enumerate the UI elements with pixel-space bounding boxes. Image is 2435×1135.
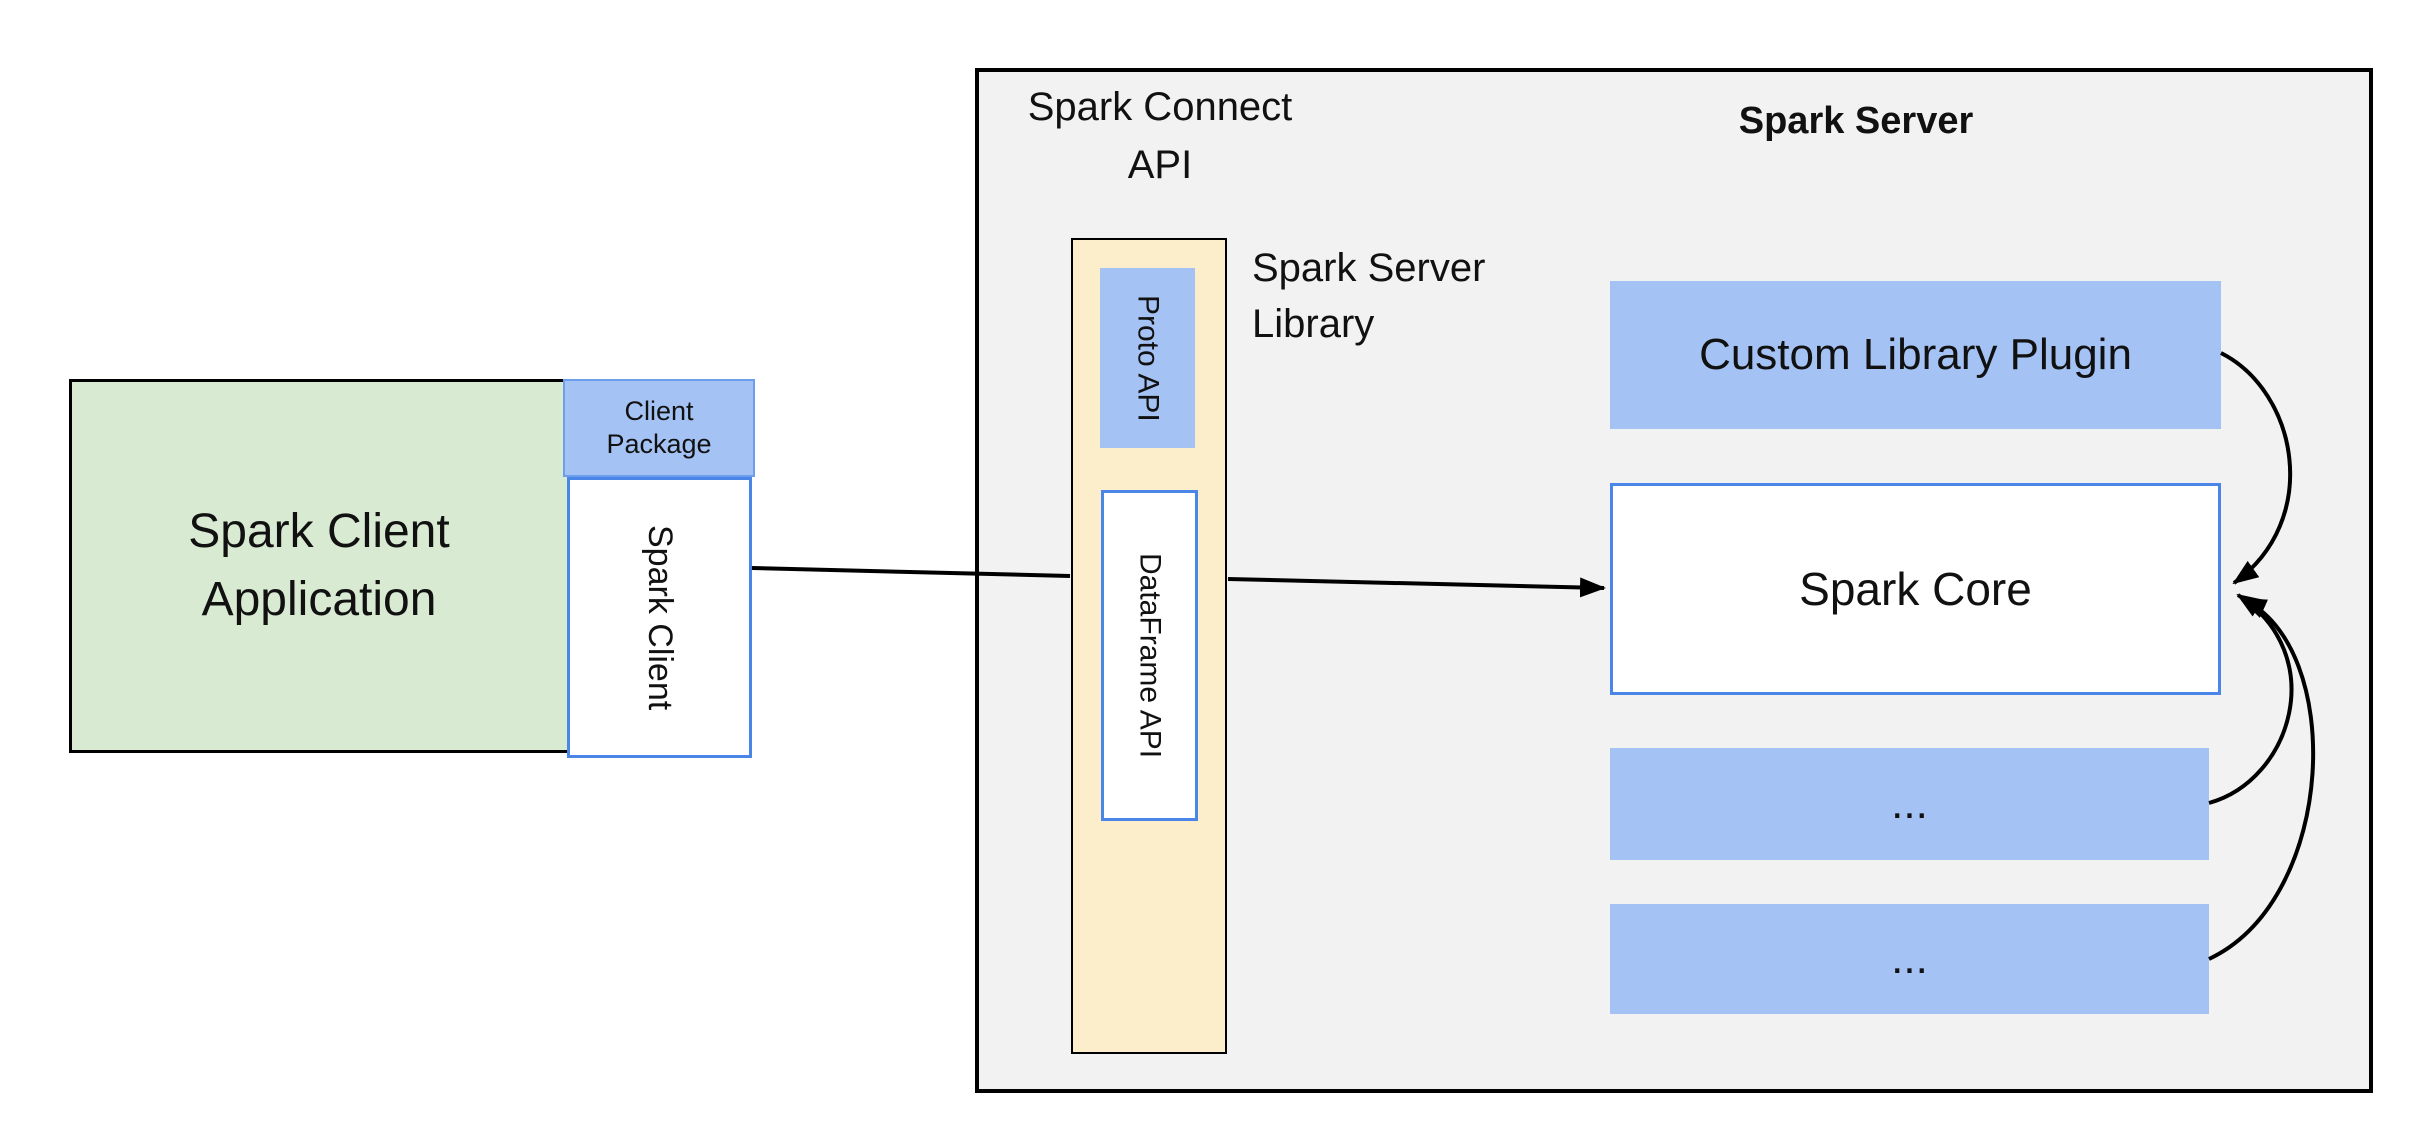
spark-connect-api-title: Spark Connect API: [1027, 85, 1293, 187]
spark-client-application-label: Spark Client Application: [188, 505, 450, 626]
custom-library-plugin-box: Custom Library Plugin: [1610, 281, 2221, 429]
plugin-placeholder-box-1: ...: [1610, 748, 2209, 860]
spark-server-title: Spark Server: [1738, 99, 1974, 142]
spark-client-application-box: Spark Client Application: [69, 379, 598, 753]
plugin-placeholder-box-2: ...: [1610, 904, 2209, 1014]
dataframe-api-box: DataFrame API: [1101, 490, 1198, 821]
proto-api-label: Proto API: [1131, 294, 1165, 422]
spark-client-label: Spark Client: [641, 524, 679, 711]
proto-api-box: Proto API: [1100, 268, 1195, 448]
client-package-box: Client Package: [563, 379, 755, 477]
spark-core-box: Spark Core: [1610, 483, 2221, 695]
spark-client-box: Spark Client: [567, 477, 752, 758]
dataframe-api-label: DataFrame API: [1133, 552, 1167, 759]
spark-server-library-label: Spark Server Library: [1252, 246, 1486, 346]
